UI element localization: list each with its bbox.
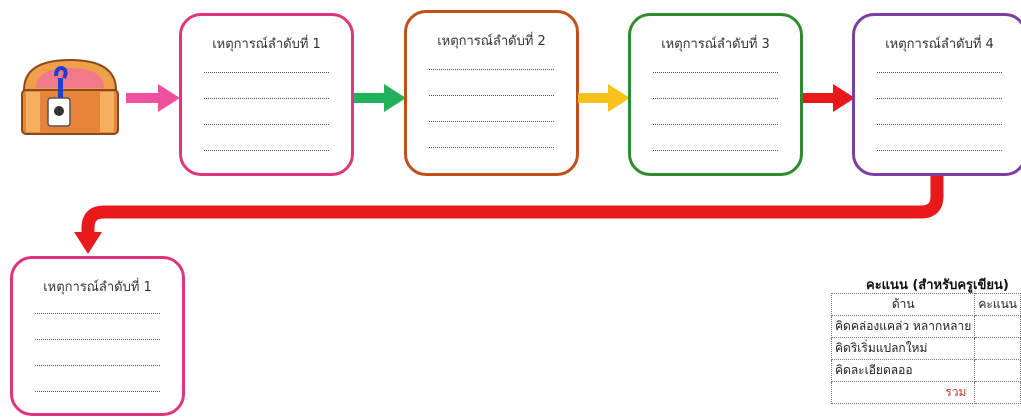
arrow-pink <box>126 84 180 112</box>
answer-line <box>35 391 160 392</box>
event-box-4: เหตุการณ์ลำดับที่ 4 <box>852 13 1021 176</box>
answer-line <box>204 72 329 73</box>
answer-line <box>653 124 778 125</box>
score-row-value[interactable] <box>974 337 1021 360</box>
score-table: ด้าน คะแนน คิดคล่องแคล่ว หลากหลาย คิดริเ… <box>830 293 1021 404</box>
answer-line <box>877 72 1002 73</box>
table-row: คิดริเริ่มแปลกใหม่ <box>830 337 1021 360</box>
event-box-title: เหตุการณ์ลำดับที่ 3 <box>661 37 770 52</box>
treasure-chest-icon <box>21 58 119 135</box>
table-row: คิดละเอียดลออ <box>830 359 1021 382</box>
answer-line <box>653 72 778 73</box>
score-total-label: รวม <box>830 381 976 404</box>
score-header-points: คะแนน <box>974 293 1021 316</box>
answer-line <box>204 98 329 99</box>
arrow-green <box>354 84 406 112</box>
answer-line <box>429 147 554 148</box>
event-box-3: เหตุการณ์ลำดับที่ 3 <box>628 13 803 176</box>
score-row-value[interactable] <box>974 359 1021 382</box>
answer-line <box>877 98 1002 99</box>
answer-line <box>429 95 554 96</box>
connector-arrow-red <box>74 176 944 254</box>
answer-line <box>35 313 160 314</box>
event-box-5: เหตุการณ์ลำดับที่ 1 <box>10 256 185 416</box>
score-row-label: คิดละเอียดลออ <box>830 359 976 382</box>
answer-line <box>877 150 1002 151</box>
answer-line <box>653 98 778 99</box>
score-table-title: คะแนน (สำหรับครูเขียน) <box>866 278 1009 293</box>
arrow-yellow <box>578 84 630 112</box>
score-total-value[interactable] <box>974 381 1021 404</box>
score-row-value[interactable] <box>974 315 1021 338</box>
score-row-label: คิดคล่องแคล่ว หลากหลาย <box>830 315 976 338</box>
event-box-title: เหตุการณ์ลำดับที่ 1 <box>43 280 152 295</box>
score-header-aspect: ด้าน <box>830 293 976 316</box>
arrow-red <box>803 84 855 112</box>
answer-line <box>653 150 778 151</box>
answer-line <box>204 124 329 125</box>
table-row-total: รวม <box>830 381 1021 404</box>
event-box-1: เหตุการณ์ลำดับที่ 1 <box>179 13 354 176</box>
event-box-2: เหตุการณ์ลำดับที่ 2 <box>404 10 579 176</box>
table-row: คิดคล่องแคล่ว หลากหลาย <box>830 315 1021 338</box>
score-row-label: คิดริเริ่มแปลกใหม่ <box>830 337 976 360</box>
event-box-title: เหตุการณ์ลำดับที่ 2 <box>437 34 546 49</box>
answer-line <box>877 124 1002 125</box>
answer-line <box>429 69 554 70</box>
answer-line <box>35 365 160 366</box>
answer-line <box>204 150 329 151</box>
answer-line <box>429 121 554 122</box>
answer-line <box>35 339 160 340</box>
event-box-title: เหตุการณ์ลำดับที่ 4 <box>885 37 994 52</box>
event-box-title: เหตุการณ์ลำดับที่ 1 <box>212 37 321 52</box>
score-table-header: ด้าน คะแนน <box>830 293 1021 316</box>
